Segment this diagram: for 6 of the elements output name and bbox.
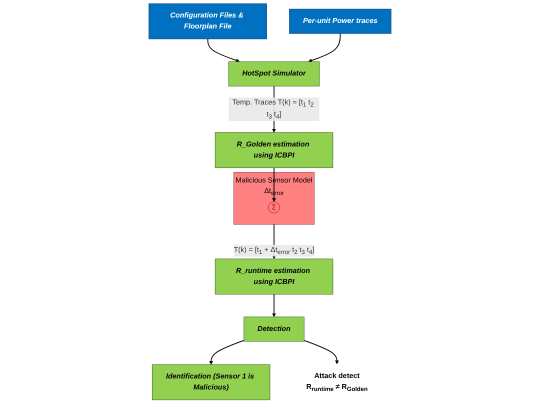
arrow [207, 38, 240, 62]
arrow [304, 340, 339, 364]
arrow [209, 340, 244, 365]
arrow [308, 33, 341, 62]
arrow [272, 167, 276, 202]
arrow [272, 294, 276, 318]
